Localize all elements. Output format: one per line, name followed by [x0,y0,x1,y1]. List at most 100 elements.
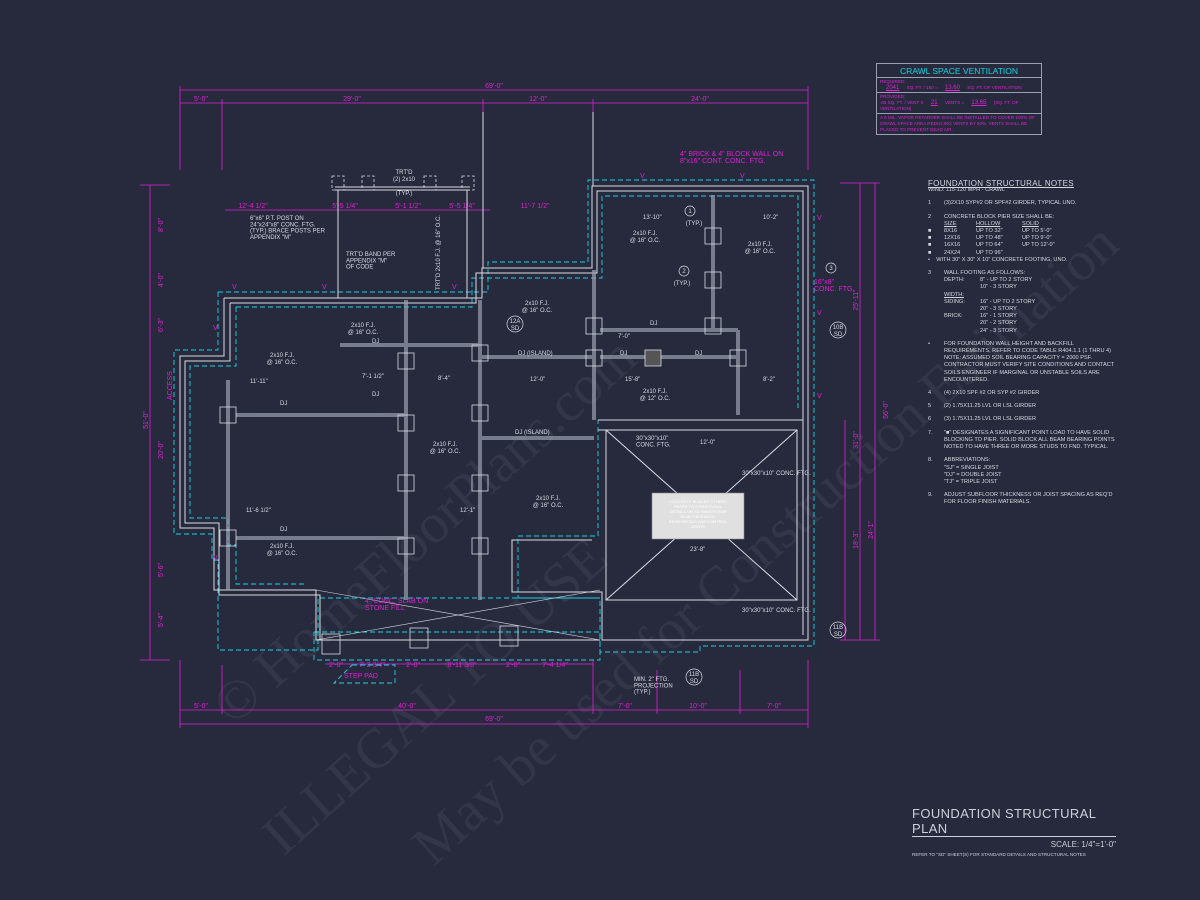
dim-step: 2'-0" [406,662,420,669]
note-text: WITH 30" x 30" x 10" CONCRETE FOOTING, U… [936,256,1068,263]
joist-spacing: @ 16" O.C. [533,503,564,509]
foundation-structural-notes: FOUNDATION STRUCTURAL NOTES Wind: 115-12… [928,179,1118,513]
dim-bottom: 40'-0" [398,703,416,710]
vent-label: V [322,284,327,291]
dim-left: 4'-0" [158,273,165,287]
joist-spacing: @ 16" O.C. [522,308,553,314]
text-line: CONCRETE SLAB BY OTHERS [669,499,727,504]
joist-label: 2x10 F.J. [525,301,549,307]
dim-interior: 15'-8" [625,377,640,383]
abbreviation: "SJ" = SINGLE JOIST [944,464,999,471]
depth-label: DEPTH: [944,277,965,284]
text-line: REINFORCING AND CONTROL [669,519,728,524]
dim-right: 18'-3" [853,531,860,549]
vent-label: V [817,215,822,222]
section-tag: SD [511,326,520,332]
note-5: 5(2) 1.75x11.25 LVL OR LSL GIRDER [928,403,1118,410]
dj-label: DJ [372,392,379,398]
joist-label: 2x10 F.J. [536,496,560,502]
note-1: 1(3)2x10 SYP#2 OR SPF#2 GIRDER, TYPICAL … [928,200,1118,207]
depth-value: 10" - 3 STORY [980,284,1017,291]
joist-spacing: @ 16" O.C. [745,249,776,255]
footing-note: 16"x8"CONC. FTG. [814,279,854,293]
dim-interior: 12'-0" [530,377,545,383]
pier-cell [1022,250,1072,257]
dim-porch: 11'-7 1/2" [521,203,551,210]
vent-label: V [452,284,457,291]
pier-cell: 24x24 [944,249,961,256]
note-3: 3 WALL FOOTING AS FOLLOWS: DEPTH:8" - UP… [928,270,1118,335]
note-7: 7."■" DESIGNATES A SIGNIFICANT POINT LOA… [928,430,1118,452]
girder-tag-typ: (TYP.) [674,281,691,287]
note-number: 3 [928,270,932,277]
note-backfill: •FOR FOUNDATION WALL HEIGHT AND BACKFILL… [928,341,1118,384]
dim-right: 56'-0" [883,401,890,419]
dim-bottom: 7'-0" [767,703,781,710]
dim-bottom-overall: 69'-0" [485,716,503,723]
dim-top: 24'-0" [691,96,709,103]
dim-interior: 8'-4" [438,376,450,382]
ventilation-required-row: REQUIRED: 2041 SQ. FT. / 150 = 13.60 SQ.… [877,78,1041,93]
dim-right: 31'-0" [853,431,860,449]
dj-label: DJ [280,401,287,407]
text-line: OF CODE [346,265,373,271]
dim-left: 8'-0" [158,218,165,232]
text-line: 30"x30"x10" [636,436,668,442]
dim-top: 12'-0" [529,96,547,103]
siding-value: 20" - 3 STORY [980,306,1017,313]
pier-header: SIZE [944,220,957,227]
dim-right: 25'-11" [853,289,860,311]
siding-value: 16" - UP TO 2 STORY [980,298,1036,305]
text-line: 4" BRICK & 4" BLOCK WALL ON [680,151,783,158]
note-9: 9.ADJUST SUBFLOOR THICKNESS OR JOIST SPA… [928,492,1118,506]
trtd-girder-label: (2) 2x10 [393,177,416,183]
required-formula: SQ. FT. / 150 = [906,85,938,90]
dimension-lines [140,86,880,728]
width-label: WIDTH: [944,291,964,298]
text-line: (TYP.) BRACE POSTS PER [250,229,326,235]
note-8: 8. ABBREVIATIONS: "SJ" = SINGLE JOIST "D… [928,457,1118,486]
note-number: 5 [928,403,932,410]
dim-porch: 5'-5 1/4" [449,203,475,210]
dj-label: DJ [372,339,379,345]
joist-label: 2x10 F.J. [270,353,294,359]
dim-top: 29'-0" [343,96,361,103]
joist-label: 2x10 F.J. [643,389,667,395]
note-6: 6(3) 1.75x11.25 LVL OR LSL GIRDER [928,416,1118,423]
pier-cell: UP TO 9'-0" [1022,235,1052,242]
vent-label: V [817,310,822,317]
dim-top: 5'-0" [194,96,208,103]
wind-rating: Wind: 115-120 mph - CRAWL [928,187,1006,194]
step-pad-label: STEP PAD [344,673,378,680]
text-line: TRT'D BAND PER [346,252,396,258]
note-text: FOR FOUNDATION WALL HEIGHT AND BACKFILL … [944,340,1115,383]
note-text: (3)2x10 SYP#2 OR SPF#2 GIRDER, TYPICAL U… [944,200,1077,207]
dim-right: 24'-1" [868,521,875,539]
pier-cell: UP TO 48" [976,235,1003,242]
girder-tag-typ: (TYP.) [686,221,703,227]
required-value: 13.60 [944,85,960,91]
text-line: MIN. 2" FTG. [634,677,669,683]
dj-label: DJ [650,321,657,327]
dim-porch: 5'-1 1/2" [395,203,421,210]
vent-label: V [640,173,645,180]
dim-interior: 23'-8" [690,547,705,553]
note-number: 7. [928,429,933,436]
vent-label: V [213,325,218,332]
dim-interior: 12'-0" [700,440,715,446]
girder-tag: 1 [688,209,692,215]
dim-bottom: 7'-0" [618,703,632,710]
text-line: DETAILS ON SD SHEETS FOR [670,509,727,514]
piers [219,175,747,655]
section-tag: SD [834,332,843,338]
joist-spacing: @ 16" O.C. [267,551,298,557]
dim-interior: 13'-10" [643,215,662,221]
foundation-walls [179,112,809,641]
brick-value: 24" - 3 STORY [980,327,1017,334]
text-line: APPENDIX "M" [250,235,291,241]
note-number: 2 [928,213,932,220]
